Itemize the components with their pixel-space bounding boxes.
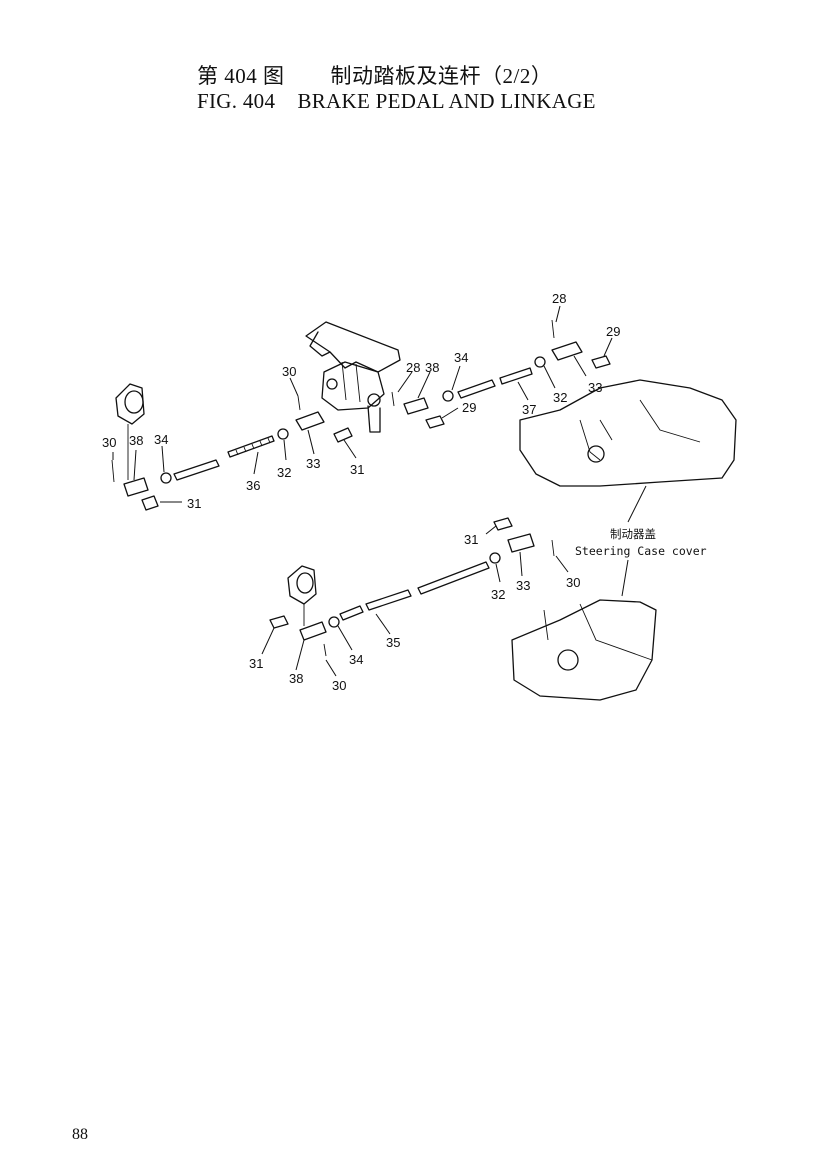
pin-31-bot [269,615,289,629]
bolt-34-low [339,605,364,621]
callout-34-mid: 34 [454,350,468,365]
cotter-30-low [551,539,555,557]
callout-31-low: 31 [464,532,478,547]
clevis-33-mid [295,411,325,431]
callout-34-low: 34 [349,652,363,667]
clevis-38-mid [403,397,429,415]
note-english: Steering Case cover [575,544,707,558]
title-chinese: 第 404 图 制动踏板及连杆（2/2） [197,64,553,88]
rod-35 [365,589,412,611]
pin-29-top [591,355,611,369]
left-clevis-38 [123,477,149,497]
cotter-30-bot [323,643,327,657]
callout-38-mid: 38 [425,360,439,375]
cotter-28-mid [391,391,395,407]
callout-38-bot: 38 [289,671,303,686]
cotter-30-left [111,459,115,483]
nut-32-top [534,356,546,368]
lower-bracket [287,565,317,626]
bolt-mid [457,379,496,399]
callout-34-left: 34 [154,432,168,447]
callout-33-top: 33 [588,380,602,395]
callout-31-bot: 31 [249,656,263,671]
callout-32-low: 32 [491,587,505,602]
steering-case-upper [519,379,737,487]
callout-28-top: 28 [552,291,566,306]
clevis-38-bot [299,621,327,641]
left-bracket [115,383,145,480]
left-pin-31 [141,495,159,511]
cotter-28-top [551,319,555,339]
callout-30-bot: 30 [332,678,346,693]
pin-31-low [493,517,513,531]
callout-38-left: 38 [129,433,143,448]
nut-32-mid [277,428,289,440]
rod-36 [227,435,275,458]
title-english: FIG. 404 BRAKE PEDAL AND LINKAGE [197,89,596,113]
callout-33-low: 33 [516,578,530,593]
page-number: 88 [72,1126,88,1143]
callout-29-top: 29 [606,324,620,339]
bolt-34-left [173,459,220,481]
cotter-30-mid [297,395,301,411]
nut-34-low [328,616,340,628]
callout-30-mid: 30 [282,364,296,379]
callout-31-left: 31 [187,496,201,511]
pin-29-mid [425,415,445,429]
callout-31-mid: 31 [350,462,364,477]
clevis-33-low [507,533,535,553]
callout-36: 36 [246,478,260,493]
callout-37: 37 [522,402,536,417]
nut-32-low [489,552,501,564]
rod-37 [499,367,533,385]
callout-33-mid: 33 [306,456,320,471]
nut-34-mid [442,390,454,402]
steering-case-lower [511,599,657,701]
note-chinese: 制动器盖 [610,527,656,541]
leader-lines [112,305,647,677]
pin-31-mid [333,427,353,443]
callout-30-low: 30 [566,575,580,590]
callout-32-mid: 32 [277,465,291,480]
brake-pedal-bracket [305,321,401,433]
callout-28-mid: 28 [406,360,420,375]
callout-30-left: 30 [102,435,116,450]
callout-32-top: 32 [553,390,567,405]
left-nut-34 [160,472,172,484]
callout-29-mid: 29 [462,400,476,415]
callout-35: 35 [386,635,400,650]
rod-lower-long [417,561,490,595]
clevis-33-top [551,341,583,361]
